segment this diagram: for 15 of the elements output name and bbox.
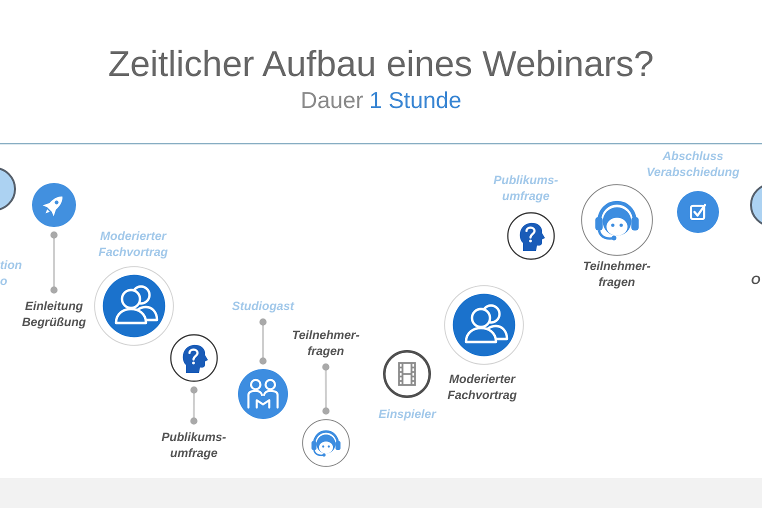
step-label: Moderierter Fachvortrag <box>98 228 168 260</box>
step-label: Studiogast <box>232 298 294 314</box>
step-label: O <box>751 272 760 288</box>
step-label: tion o <box>0 257 22 289</box>
step-label: Abschluss Verabschiedung <box>646 148 740 180</box>
step-label: Teilnehmer- fragen <box>292 327 360 359</box>
title: Zeitlicher Aufbau eines Webinars? <box>107 43 655 84</box>
step-label: Einspieler <box>378 406 436 422</box>
step-label: Einleitung Begrüßung <box>22 298 86 330</box>
step-label: Teilnehmer- fragen <box>583 258 651 290</box>
subtitle: Dauer <box>300 86 364 114</box>
step-label: Publikums- umfrage <box>162 429 226 461</box>
step-label: Publikums- umfrage <box>494 172 558 204</box>
duration-text: 1 Stunde <box>369 86 462 114</box>
step-label: Moderierter Fachvortrag <box>448 371 517 403</box>
